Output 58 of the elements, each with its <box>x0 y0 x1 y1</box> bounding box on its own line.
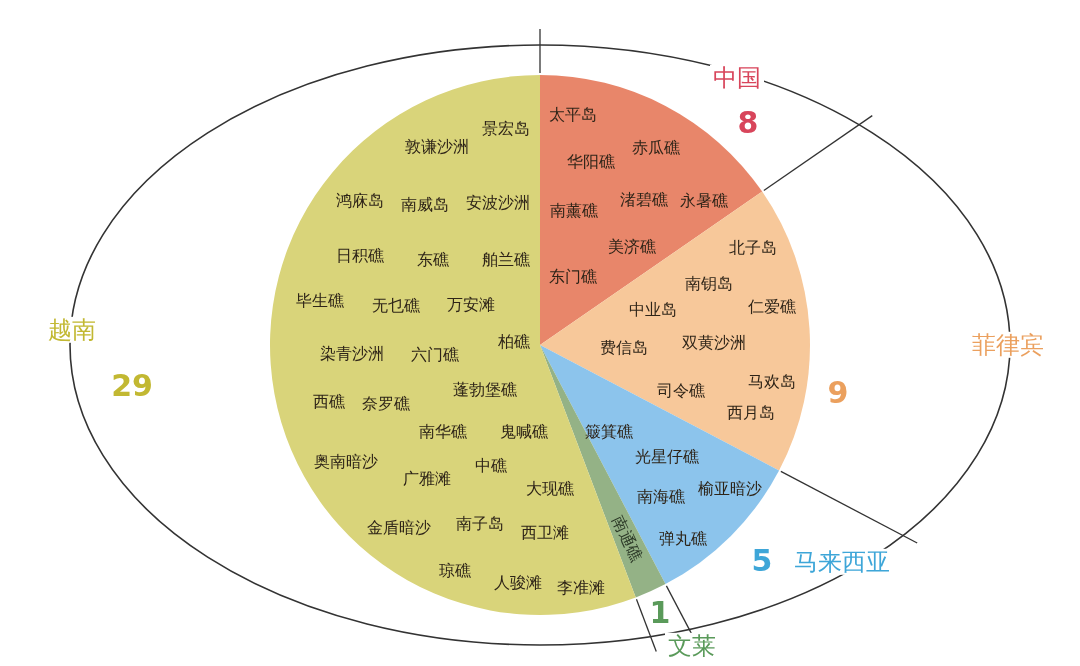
island-label: 奈罗礁 <box>361 395 410 413</box>
island-label: 人骏滩 <box>493 573 542 592</box>
island-label: 蓬勃堡礁 <box>453 381 518 399</box>
island-label: 渚碧礁 <box>619 190 668 209</box>
island-label: 美济礁 <box>607 238 656 256</box>
island-label: 马欢岛 <box>748 373 797 391</box>
value-label: 5 <box>751 543 773 577</box>
island-label: 簸箕礁 <box>585 422 634 441</box>
value-label: 29 <box>111 368 153 402</box>
island-label: 六门礁 <box>410 346 459 365</box>
island-label: 华阳礁 <box>567 152 616 171</box>
island-label: 柏礁 <box>498 332 531 351</box>
island-label: 仁爱礁 <box>748 298 797 316</box>
island-label: 南海礁 <box>636 488 685 507</box>
island-label: 景宏岛 <box>481 120 530 138</box>
island-label: 大现礁 <box>525 480 574 498</box>
island-label: 敦谦沙洲 <box>405 137 470 156</box>
value-label: 9 <box>827 375 849 409</box>
island-label: 东门礁 <box>549 268 598 286</box>
island-label: 光星仔礁 <box>634 448 699 466</box>
island-label: 北子岛 <box>728 239 777 257</box>
island-label: 西礁 <box>312 392 345 411</box>
island-label: 西月岛 <box>726 404 775 422</box>
island-label: 毕生礁 <box>295 292 344 310</box>
island-label: 费信岛 <box>600 339 649 358</box>
island-label: 日积礁 <box>336 247 384 265</box>
island-label: 南薰礁 <box>550 202 599 220</box>
island-label: 西卫滩 <box>521 524 570 542</box>
island-label: 南子岛 <box>455 515 504 533</box>
island-label: 金盾暗沙 <box>366 519 431 538</box>
island-label: 鬼喊礁 <box>499 422 548 441</box>
island-label: 东礁 <box>416 250 449 269</box>
island-label: 双黄沙洲 <box>682 333 747 352</box>
island-label: 永暑礁 <box>679 191 728 210</box>
island-label: 南威岛 <box>400 196 449 215</box>
island-label: 赤瓜礁 <box>632 138 681 157</box>
island-label: 南钥岛 <box>685 275 734 293</box>
island-label: 榆亚暗沙 <box>697 480 762 498</box>
island-label: 中礁 <box>474 457 507 475</box>
island-label: 舶兰礁 <box>481 250 530 269</box>
island-label: 安波沙洲 <box>465 194 530 212</box>
island-label: 无乜礁 <box>372 296 420 315</box>
island-label: 万安滩 <box>447 295 496 314</box>
island-label: 南华礁 <box>418 422 467 441</box>
island-label: 中业岛 <box>628 301 677 320</box>
value-label: 8 <box>737 105 759 139</box>
island-label: 弹丸礁 <box>659 530 708 548</box>
value-label: 1 <box>649 595 671 629</box>
island-label: 奥南暗沙 <box>313 452 378 471</box>
island-label: 南通礁 <box>608 513 645 565</box>
island-label: 李准滩 <box>556 579 605 598</box>
island-label: 太平岛 <box>548 106 597 125</box>
island-label: 鸿庥岛 <box>336 191 384 210</box>
island-label: 司令礁 <box>657 382 706 400</box>
island-label: 染青沙洲 <box>320 345 385 363</box>
category-label: 中国 <box>710 64 764 92</box>
island-label: 广雅滩 <box>402 470 451 488</box>
island-label: 琼礁 <box>438 562 471 580</box>
